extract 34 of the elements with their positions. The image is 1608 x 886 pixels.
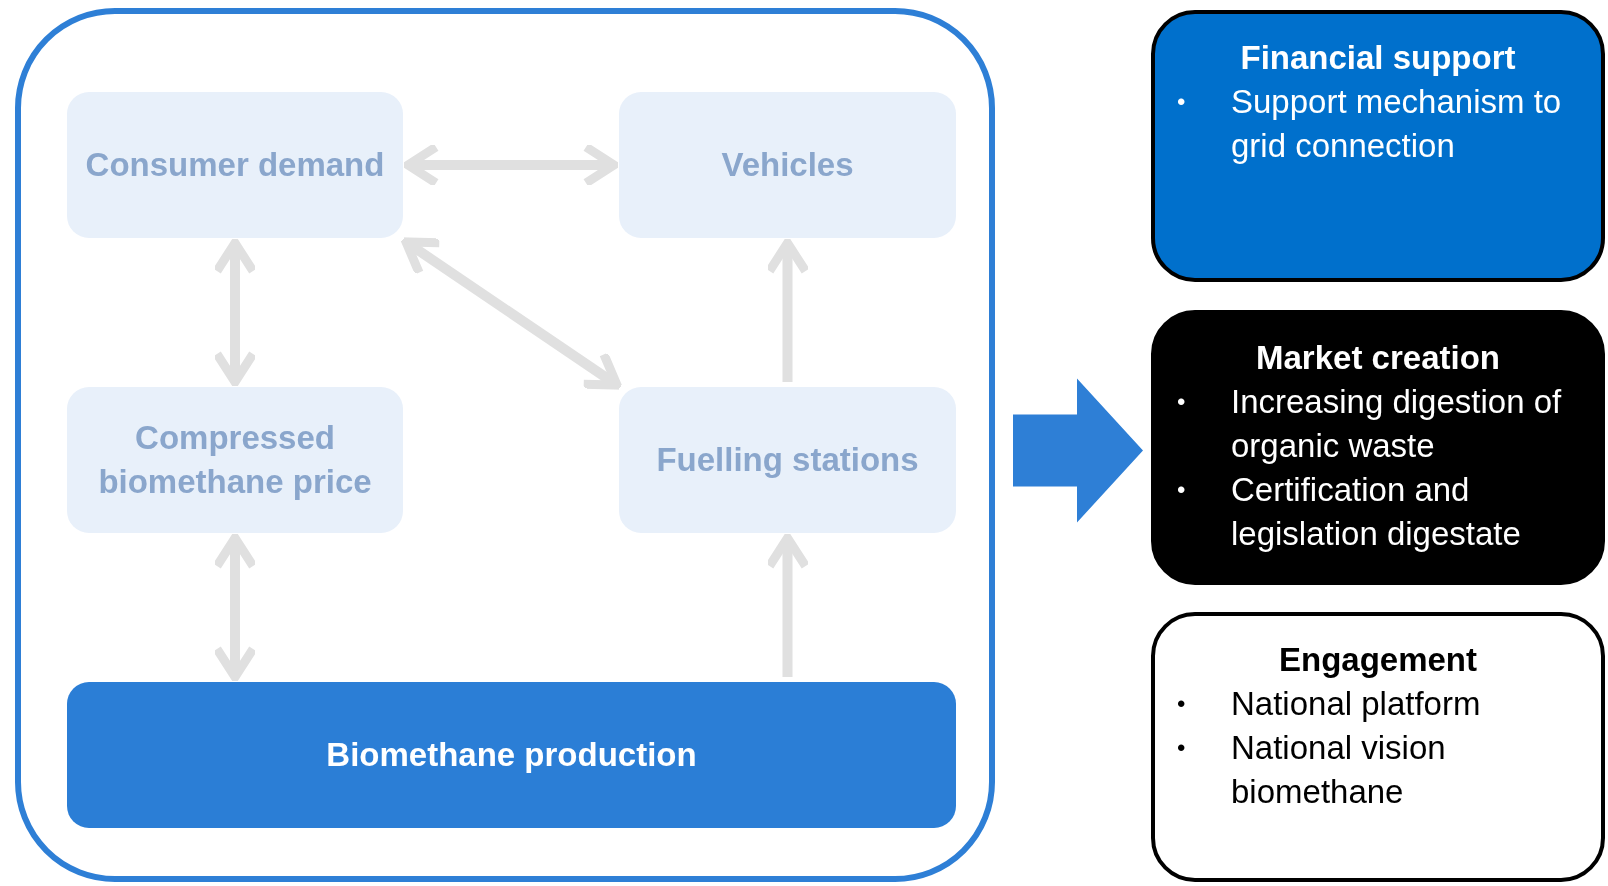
arrow — [401, 237, 622, 390]
bullet-marker: • — [1176, 689, 1187, 719]
measure-card — [1151, 612, 1605, 882]
arrow — [765, 533, 810, 677]
arrow — [403, 142, 619, 188]
system-frame — [15, 8, 995, 882]
bullet-marker: • — [1176, 387, 1187, 417]
measure-card — [1151, 310, 1605, 585]
bullet-text: Support mechanism to grid connection — [1231, 82, 1563, 166]
bullet-marker: • — [1176, 733, 1187, 763]
arrow — [212, 238, 258, 387]
box-label: Biomethane production — [326, 735, 697, 775]
bullet-text: National platform — [1231, 684, 1481, 724]
bullet-text: Certification and legislation digestate — [1231, 470, 1522, 554]
process-box — [67, 92, 403, 238]
bullet-marker: • — [1176, 475, 1187, 505]
process-box — [67, 682, 956, 828]
process-box — [619, 387, 956, 533]
box-label: Vehicles — [721, 145, 854, 185]
bullet-marker: • — [1176, 87, 1187, 117]
bullet-text: National vision biomethane — [1231, 728, 1447, 812]
process-box — [619, 92, 956, 238]
box-label: Compressed biomethane price — [97, 418, 373, 502]
bullet-text: Increasing digestion of organic waste — [1231, 382, 1563, 466]
arrow — [765, 238, 810, 382]
card-heading: Financial support — [1239, 38, 1517, 78]
measure-card — [1151, 10, 1605, 282]
arrow — [212, 533, 258, 682]
block-arrow — [1013, 378, 1143, 523]
box-label: Fuelling stations — [656, 440, 919, 480]
card-heading: Market creation — [1255, 338, 1501, 378]
process-box — [67, 387, 403, 533]
card-heading: Engagement — [1277, 640, 1478, 680]
box-label: Consumer demand — [85, 145, 385, 185]
